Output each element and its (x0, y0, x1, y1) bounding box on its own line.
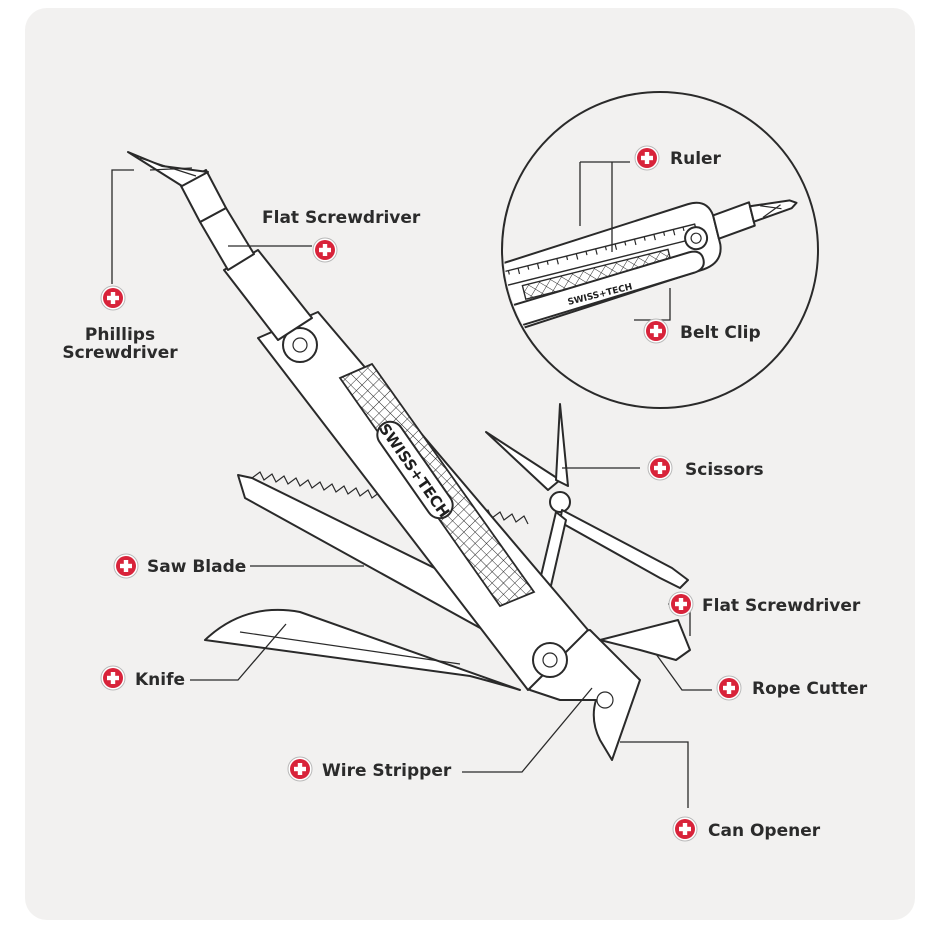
leader-lines (111, 161, 712, 808)
belt-clip-icon (504, 250, 705, 336)
inset-detail: SWISS+TECH (501, 91, 819, 409)
multitool-illustration: SWISS+TECH (127, 151, 691, 761)
swiss-cross-icon (643, 318, 669, 344)
label-can-opener: Can Opener (708, 821, 821, 841)
swiss-cross-icon (100, 285, 126, 311)
label-flat-screwdriver-top: Flat Screwdriver (262, 208, 421, 228)
swiss-cross-icon (287, 756, 313, 782)
swiss-cross-icon (647, 455, 673, 481)
swiss-cross-icon (672, 816, 698, 842)
label-phillips-line2: Screwdriver (62, 343, 178, 363)
label-knife: Knife (135, 670, 185, 690)
label-belt-clip: Belt Clip (680, 323, 761, 343)
label-saw-blade: Saw Blade (147, 557, 246, 577)
swiss-cross-icon (113, 553, 139, 579)
label-scissors: Scissors (685, 460, 764, 480)
main-handle-icon: SWISS+TECH (257, 311, 589, 691)
swiss-cross-icon (716, 675, 742, 701)
label-phillips-line1: Phillips (85, 325, 155, 345)
inset-tool: SWISS+TECH (504, 199, 798, 342)
label-ruler: Ruler (670, 149, 722, 169)
label-flat-screwdriver-right: Flat Screwdriver (702, 596, 861, 616)
label-wire-stripper: Wire Stripper (322, 761, 452, 781)
scissors-icon (485, 403, 689, 591)
swiss-cross-icon (668, 591, 694, 617)
swiss-cross-icon (312, 237, 338, 263)
swiss-cross-icon (100, 665, 126, 691)
label-rope-cutter: Rope Cutter (752, 679, 868, 699)
swiss-cross-icon (634, 145, 660, 171)
callout-labels: Phillips Screwdriver Flat Screwdriver Ru… (62, 149, 867, 841)
screwdriver-shaft-icon (127, 151, 313, 341)
